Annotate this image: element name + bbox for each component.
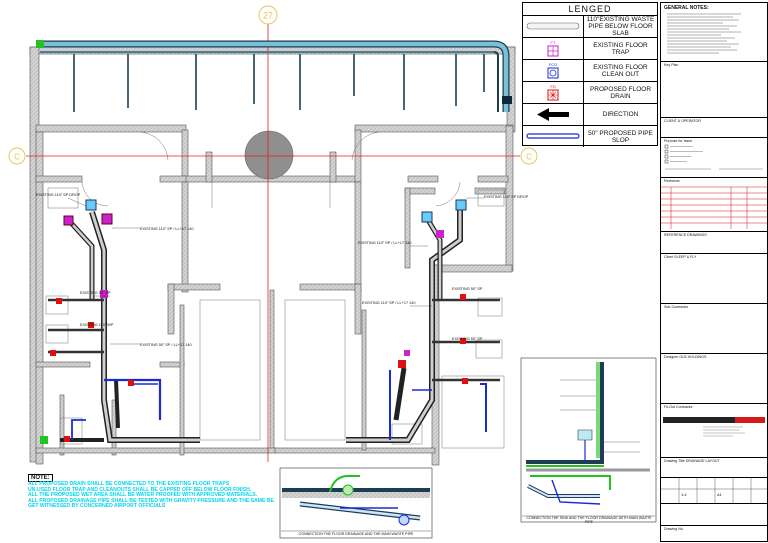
contractor-logo xyxy=(663,417,765,437)
legend-label: EXISTING FLOOR TRAP xyxy=(593,41,648,56)
grid-label-c-right: C xyxy=(526,153,532,162)
label-right-drop: EXISTING 110" SP DROP xyxy=(484,195,529,199)
revision-label: Revisions xyxy=(664,179,680,183)
grid-lines xyxy=(26,24,520,462)
general-notes-body xyxy=(667,13,741,54)
detail-section xyxy=(520,357,657,523)
key-plan-section: Key Plan xyxy=(661,61,767,118)
fitout-contractor-section: Fit-Out Contractor xyxy=(661,403,767,458)
general-notes-section: GENERAL NOTES: xyxy=(661,3,767,62)
legend-title: LENGED xyxy=(523,3,657,16)
note-line: ALL THE PROPOSED WET AREA SHALL BE WATER… xyxy=(28,492,258,499)
label-right-sp3: EXISTING 110" SP / LL+17 140 xyxy=(362,301,415,305)
legend-row-floor-drain: FD PROPOSED FLOOR DRAIN xyxy=(523,82,657,104)
label-left-wp: EXISTING 110" WP xyxy=(80,323,114,327)
label-left-lower: EXISTING 50" SP / LL+17 140 xyxy=(140,343,192,347)
structural-column xyxy=(244,130,294,180)
key-plan-label: Key Plan xyxy=(664,63,679,67)
scale-grid xyxy=(661,477,767,503)
legend-row-proposed-pipe: 50" PROPOSED PIPE SLOP xyxy=(523,126,657,147)
legend-row-clean-out: FCO EXISTING FLOOR CLEAN OUT xyxy=(523,60,657,82)
drawing-title-section: Drawing Title DRAINAGE LAYOUT xyxy=(661,457,767,478)
purpose-checkboxes xyxy=(664,144,763,170)
label-right-sp4: EXISTING 50" SP xyxy=(452,337,483,341)
client-name-section: Client SLEEP & FLY xyxy=(661,253,767,304)
notes-list: ALL PROPOSED DRAIN SHALL BE CONNECTED TO… xyxy=(28,481,274,510)
building-walls xyxy=(29,46,516,466)
existing-branch-drops xyxy=(73,54,485,112)
grid-label-c-left: C xyxy=(14,153,20,162)
label-left-drop: EXISTING 110" SP DROP xyxy=(36,193,81,197)
fitout-contractor-label: Fit-Out Contractor xyxy=(664,405,693,409)
note-line: ALL PROPOSED DRAINAGE PIPE SHALL BE TEST… xyxy=(28,497,274,510)
drawing-title: Drawing Title DRAINAGE LAYOUT xyxy=(664,459,720,463)
notes-title: NOTE: xyxy=(28,474,53,482)
sub-contractor-label: Sub-Contractor xyxy=(664,305,689,309)
label-left-sp: EXISTING 50" SP xyxy=(80,291,111,295)
legend-label: DIRECTION xyxy=(602,111,639,118)
reference-label: REFERENCE DRAWINGS xyxy=(664,233,707,237)
legend-label: 50" PROPOSED PIPE SLOP xyxy=(588,129,653,144)
grid-bubble-c-right: C xyxy=(520,147,538,165)
clean-out-icon: FCO xyxy=(523,60,584,81)
grid-bubble-27: 27 xyxy=(258,5,278,25)
detail-caption-section: CONNECTION THE SINK AND THE FLOOR DRAINA… xyxy=(526,516,652,524)
reference-section: REFERENCE DRAWINGS xyxy=(661,231,767,254)
scale-value: 1:4 xyxy=(681,492,687,497)
plan-annotations: EXISTING 110" SP DROP EXISTING 110" SP /… xyxy=(36,193,529,347)
existing-waste-header xyxy=(36,40,512,112)
label-right-sp2: EXISTING 50" SP xyxy=(452,287,483,291)
note-line: UN-USED FLOOR TRAP AND CLEANOUTS SHALL B… xyxy=(28,486,252,493)
left-drainage-run xyxy=(48,211,200,443)
right-fittings xyxy=(398,199,468,384)
legend-row-existing-pipe: 110"EXISTING WASTE PIPE BELOW FLOOR SLAB xyxy=(523,16,657,38)
detail-caption-floor-drain: CONNECTION THE FLOOR DRAINAGE AND THE MA… xyxy=(298,532,414,536)
existing-pipe-icon xyxy=(523,16,584,37)
size-value: A1 xyxy=(717,492,722,497)
drawing-no-section: Drawing No. xyxy=(661,525,767,541)
notes-panel: NOTE: ALL PROPOSED DRAIN SHALL BE CONNEC… xyxy=(28,474,274,538)
direction-arrow-icon xyxy=(523,104,584,125)
clean-out-tag: FCO xyxy=(549,62,557,67)
grid-bubble-c-left: C xyxy=(8,147,26,165)
client-name: Client SLEEP & FLY xyxy=(664,255,697,259)
sub-contractor-section: Sub-Contractor xyxy=(661,303,767,354)
blank-section xyxy=(661,503,767,526)
purpose-label: Purpose for Issue xyxy=(664,139,693,143)
legend-label: EXISTING FLOOR CLEAN OUT xyxy=(593,63,648,78)
label-left-riser: EXISTING 110" SP / LL+17 140 xyxy=(140,227,193,231)
detail-floor-drain xyxy=(279,467,433,539)
client-section: CLIENT & OPERATOR xyxy=(661,117,767,138)
floor-trap-tag: FT xyxy=(551,40,556,45)
left-fittings xyxy=(40,199,134,444)
title-block: GENERAL NOTES: Key Plan CLIENT & OPERATO… xyxy=(660,2,768,542)
general-notes-title: GENERAL NOTES: xyxy=(664,5,709,11)
legend-label: PROPOSED FLOOR DRAIN xyxy=(589,85,652,100)
right-drainage-run xyxy=(346,210,500,443)
client-label: CLIENT & OPERATOR xyxy=(664,119,701,123)
legend-row-direction: DIRECTION xyxy=(523,104,657,126)
drawing-no-label: Drawing No. xyxy=(664,527,684,531)
revision-table xyxy=(661,186,767,229)
note-line: ALL PROPOSED DRAIN SHALL BE CONNECTED TO… xyxy=(28,481,230,487)
legend-label: 110"EXISTING WASTE PIPE BELOW FLOOR SLAB xyxy=(586,16,655,37)
floor-trap-icon: FT xyxy=(523,38,584,59)
revision-section: Revisions xyxy=(661,177,767,232)
designer-label: Designer GLB HOLDINGS xyxy=(664,355,707,359)
designer-section: Designer GLB HOLDINGS xyxy=(661,353,767,404)
label-right-sp1: EXISTING 110" SP / LL+17 140 xyxy=(358,241,411,245)
legend-row-floor-trap: FT EXISTING FLOOR TRAP xyxy=(523,38,657,60)
scale-section: 1:4 A1 xyxy=(661,477,767,504)
floor-drain-icon: FD xyxy=(523,82,584,103)
grid-label-27: 27 xyxy=(263,11,273,21)
purpose-section: Purpose for Issue xyxy=(661,137,767,178)
floor-drain-tag: FD xyxy=(550,84,555,89)
legend-panel: LENGED 110"EXISTING WASTE PIPE BELOW FLO… xyxy=(522,2,658,147)
proposed-pipe-icon xyxy=(523,126,584,147)
